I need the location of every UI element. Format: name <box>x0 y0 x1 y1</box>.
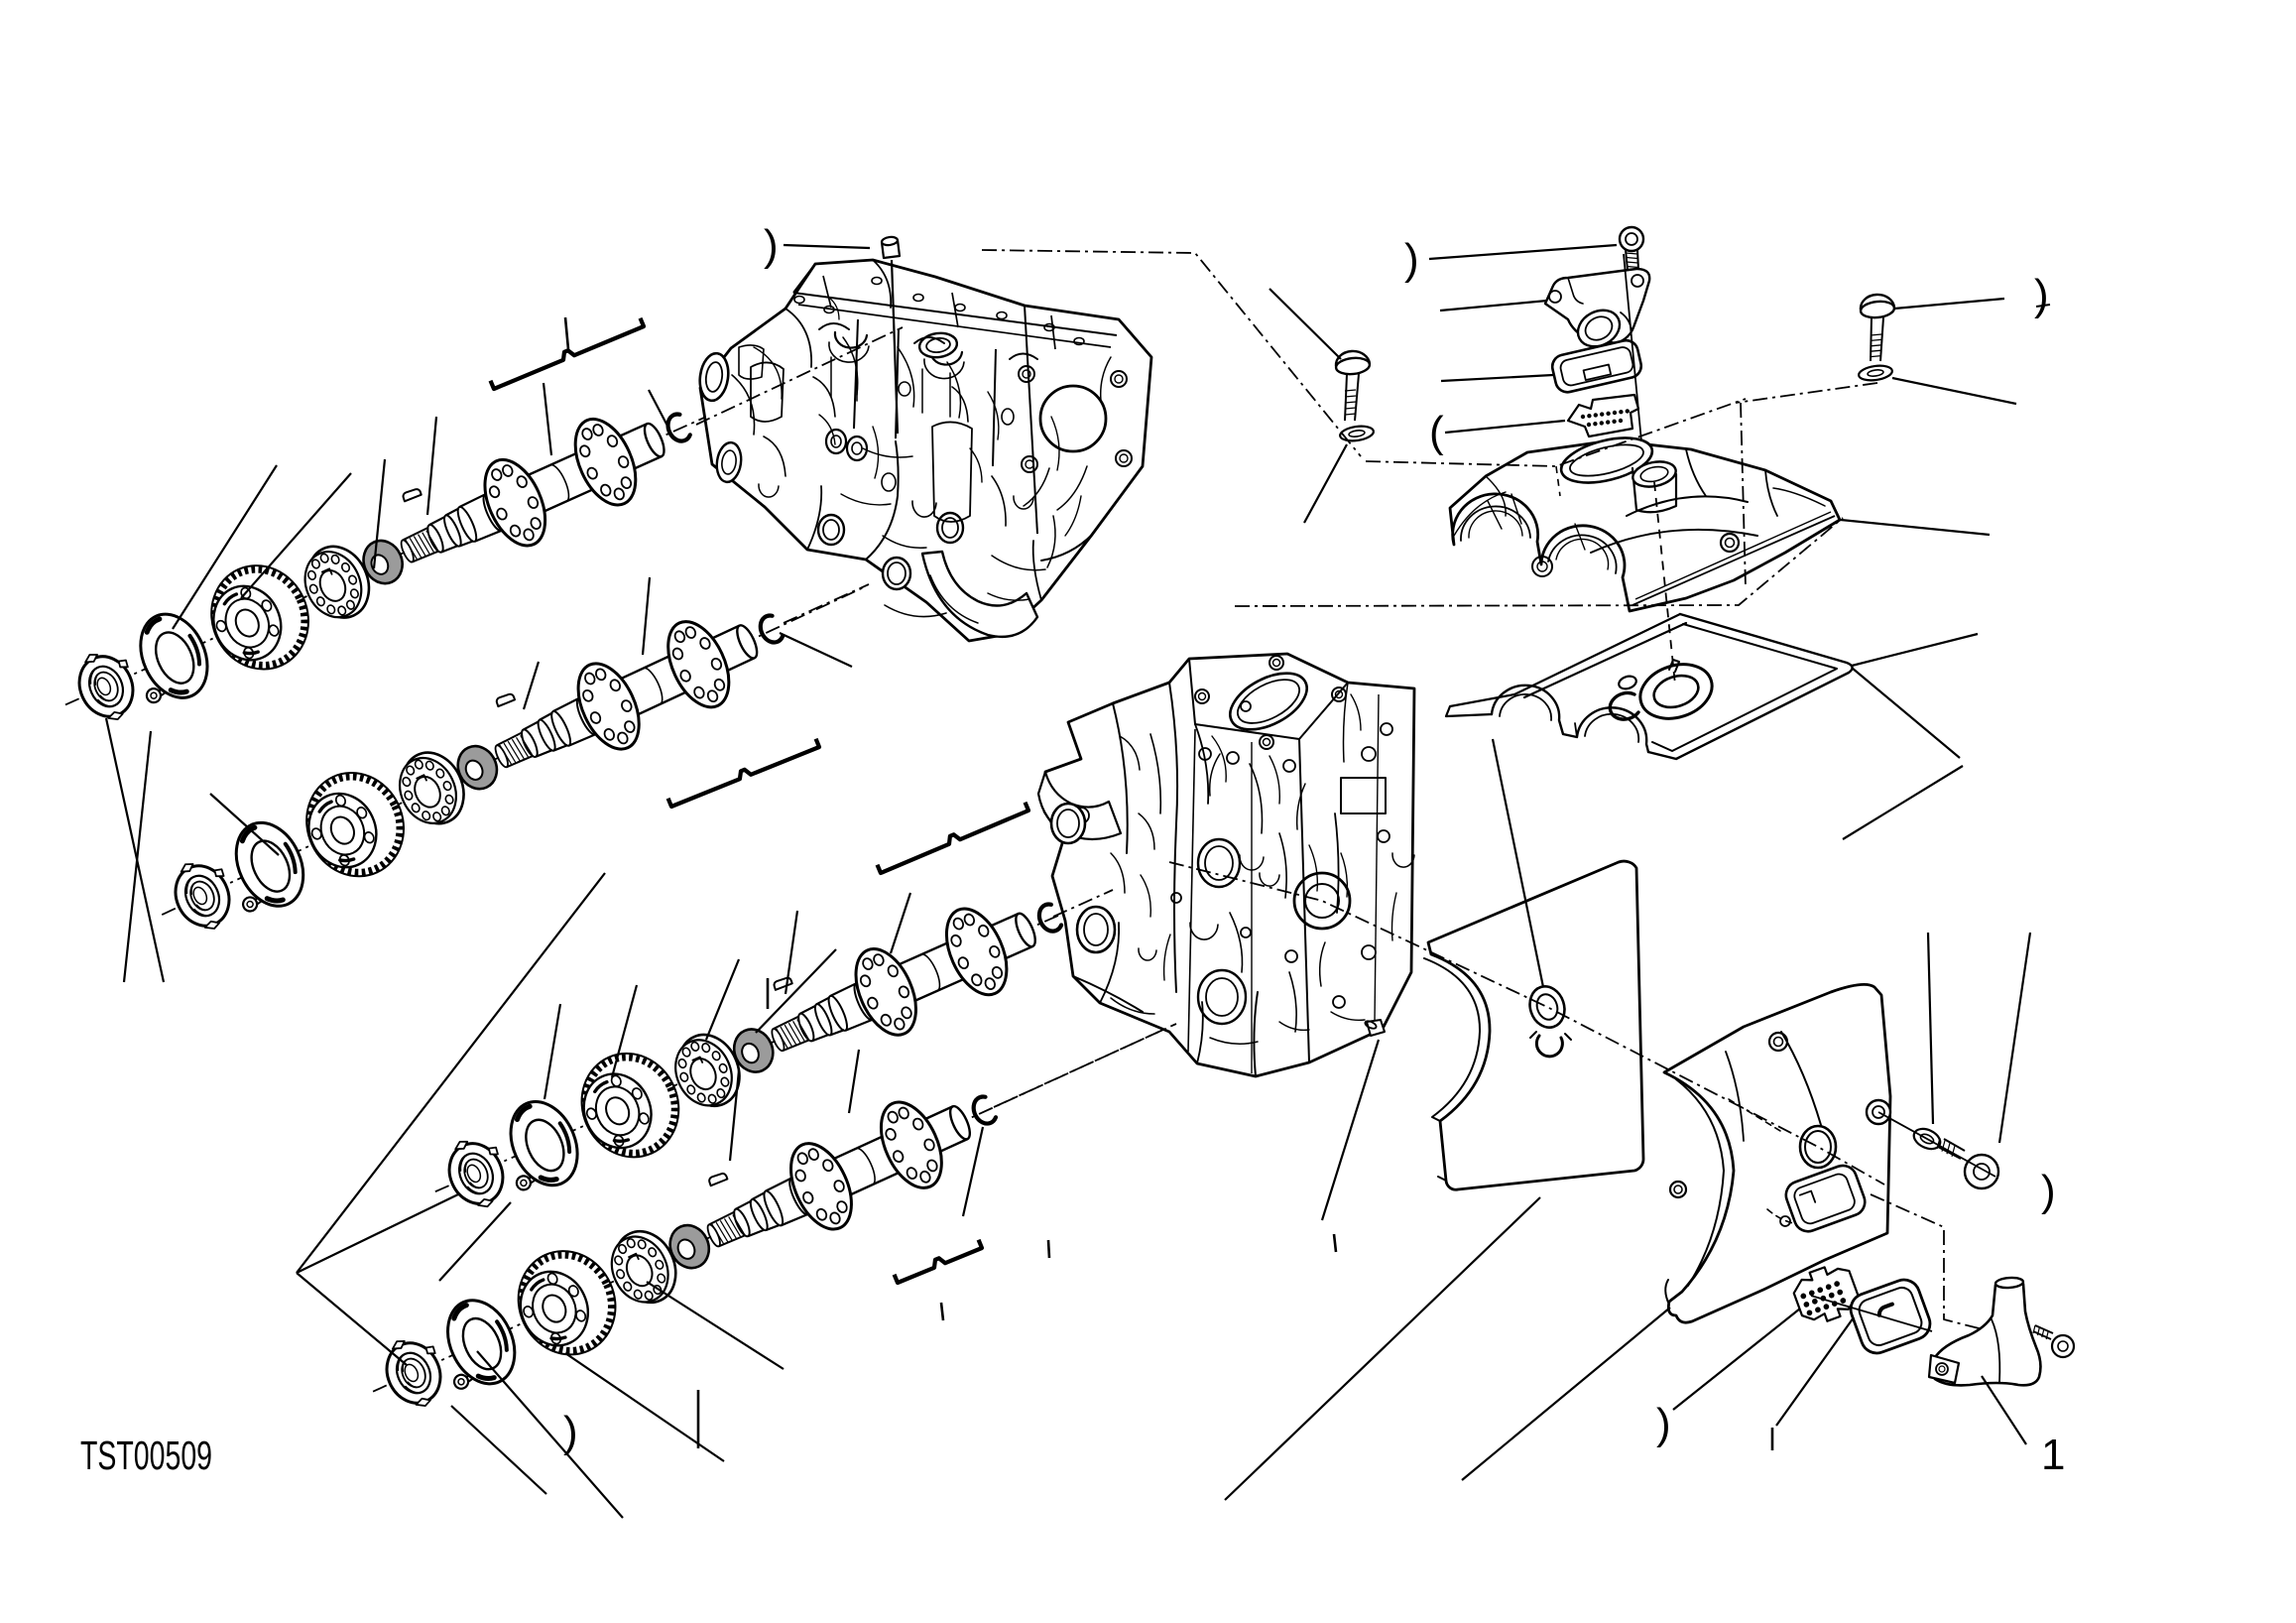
svg-text:): ) <box>1404 235 1419 284</box>
svg-text:): ) <box>764 221 779 270</box>
svg-text:): ) <box>2041 1167 2056 1215</box>
svg-text:1: 1 <box>2041 1431 2065 1479</box>
svg-text:(: ( <box>1429 408 1444 456</box>
svg-text:): ) <box>563 1408 578 1456</box>
svg-text:TST00509: TST00509 <box>80 1433 212 1478</box>
svg-text:): ) <box>1656 1400 1671 1448</box>
svg-text:): ) <box>2034 271 2049 319</box>
